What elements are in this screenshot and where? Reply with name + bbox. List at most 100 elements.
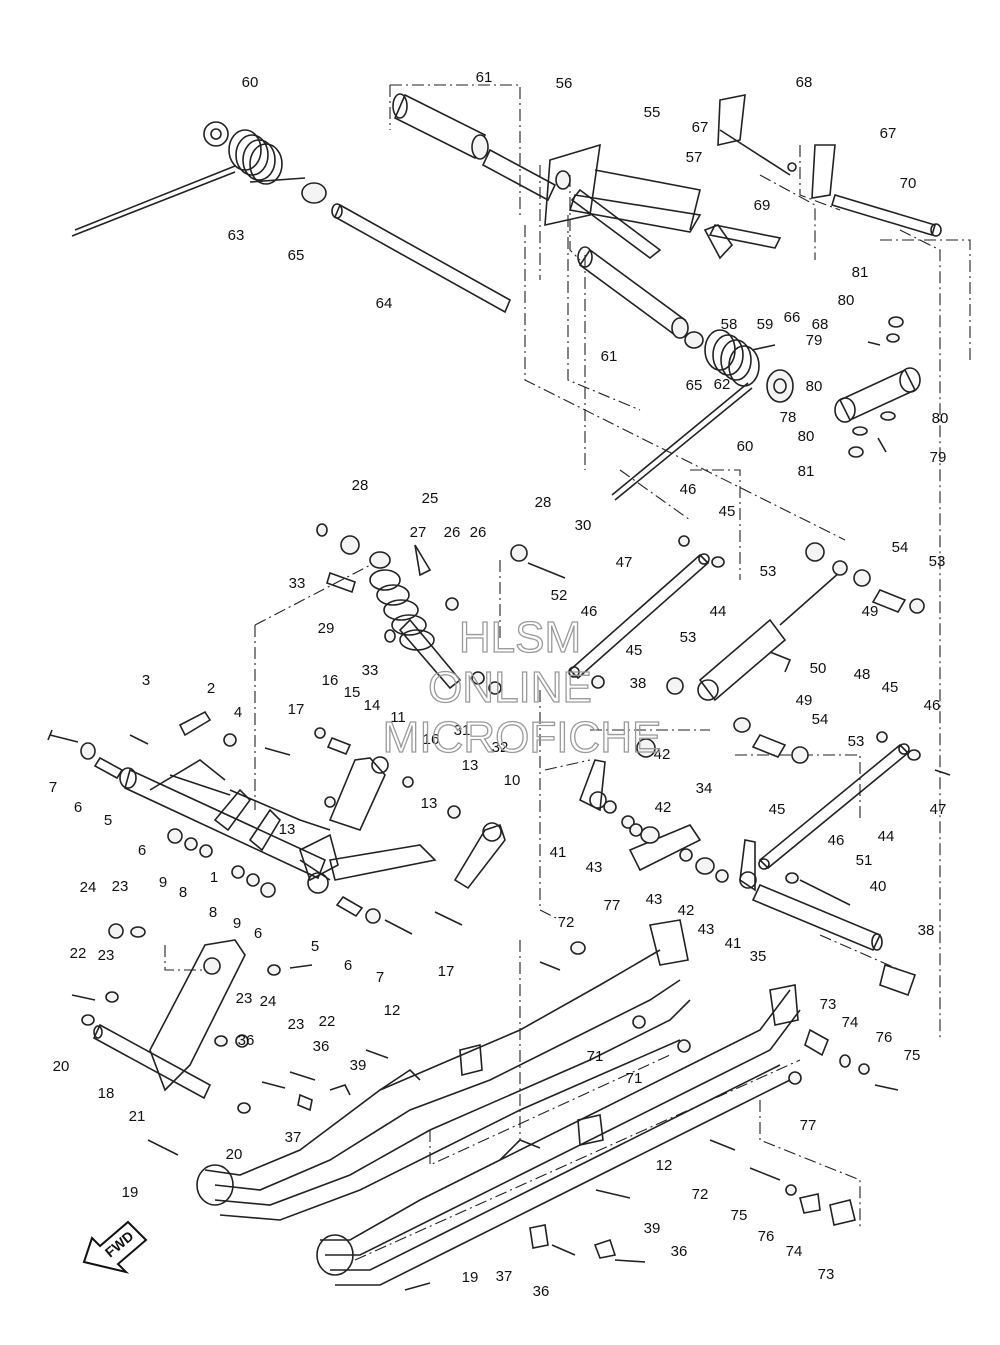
part-callout-28: 28 [535,494,552,511]
part-callout-6: 6 [254,925,262,942]
upper-right-bracket [717,94,942,237]
part-callout-7: 7 [376,969,384,986]
part-callout-49: 49 [796,692,813,709]
part-callout-70: 70 [900,175,917,192]
upper-arm-assembly [392,93,782,339]
part-callout-17: 17 [438,963,455,980]
part-callout-23: 23 [112,878,129,895]
part-callout-6: 6 [74,799,82,816]
part-callout-55: 55 [644,104,661,121]
part-callout-72: 72 [692,1186,709,1203]
watermark-line-1: HLSM [459,613,581,662]
part-callout-42: 42 [655,799,672,816]
part-callout-53: 53 [848,733,865,750]
front-arm [47,710,413,935]
part-callout-81: 81 [798,463,815,480]
part-callout-23: 23 [288,1016,305,1033]
part-callout-36: 36 [533,1283,550,1300]
part-callout-22: 22 [319,1013,336,1030]
part-callout-45: 45 [719,503,736,520]
part-callout-77: 77 [800,1117,817,1134]
part-callout-46: 46 [581,603,598,620]
part-callout-36: 36 [671,1243,688,1260]
part-callout-21: 21 [129,1108,146,1125]
part-callout-37: 37 [285,1129,302,1146]
part-callout-58: 58 [721,316,738,333]
part-callout-46: 46 [828,832,845,849]
part-callout-47: 47 [930,801,947,818]
part-callout-44: 44 [710,603,727,620]
part-callout-43: 43 [698,921,715,938]
part-callout-71: 71 [587,1048,604,1065]
part-callout-43: 43 [586,859,603,876]
part-callout-59: 59 [757,316,774,333]
part-callout-68: 68 [812,316,829,333]
part-callout-79: 79 [806,332,823,349]
part-callout-46: 46 [924,697,941,714]
part-callout-23: 23 [236,990,253,1007]
part-callout-27: 27 [410,524,427,541]
fwd-arrow: FWD [82,1220,148,1274]
torsion-spring-left [71,121,327,237]
part-callout-4: 4 [234,704,242,721]
part-callout-65: 65 [288,247,305,264]
part-callout-67: 67 [692,119,709,136]
part-callout-80: 80 [806,378,823,395]
part-callout-54: 54 [812,711,829,728]
part-callout-60: 60 [737,438,754,455]
watermark-line-2: ONLINE [428,663,592,712]
part-callout-13: 13 [279,821,296,838]
part-callout-15: 15 [344,684,361,701]
part-callout-10: 10 [504,772,521,789]
part-callout-54: 54 [892,539,909,556]
front-axle [71,923,313,1156]
part-callout-46: 46 [680,481,697,498]
part-callout-73: 73 [818,1266,835,1283]
part-callout-80: 80 [838,292,855,309]
part-callout-33: 33 [289,575,306,592]
part-callout-76: 76 [758,1228,775,1245]
part-callout-79: 79 [930,449,947,466]
part-callout-9: 9 [159,874,167,891]
part-callout-36: 36 [313,1038,330,1055]
part-callout-42: 42 [654,746,671,763]
part-callout-5: 5 [104,812,112,829]
part-callout-41: 41 [550,844,567,861]
part-callout-65: 65 [686,377,703,394]
part-callout-80: 80 [798,428,815,445]
part-callout-5: 5 [311,938,319,955]
watermark-line-3: MICROFICHE [383,713,662,762]
part-callout-20: 20 [226,1146,243,1163]
part-callout-24: 24 [260,993,277,1010]
part-callout-17: 17 [288,701,305,718]
part-callout-72: 72 [558,914,575,931]
part-callout-36: 36 [238,1032,255,1049]
center-pivot [578,738,951,997]
part-callout-66: 66 [784,309,801,326]
part-callout-35: 35 [750,948,767,965]
assembly-lines [164,84,971,1261]
part-callout-61: 61 [601,348,618,365]
part-callout-32: 32 [492,739,509,756]
part-callout-53: 53 [929,553,946,570]
part-callout-75: 75 [731,1207,748,1224]
part-callout-23: 23 [98,947,115,964]
part-callout-71: 71 [626,1070,643,1087]
part-callout-9: 9 [233,915,241,932]
part-callout-78: 78 [780,409,797,426]
part-callout-11: 11 [390,709,406,726]
part-callout-1: 1 [210,869,218,886]
part-callout-57: 57 [686,149,703,166]
part-callout-40: 40 [870,878,887,895]
part-callout-25: 25 [422,490,439,507]
shaft-64 [331,203,512,314]
part-callout-19: 19 [462,1269,479,1286]
part-callout-28: 28 [352,477,369,494]
part-callout-63: 63 [228,227,245,244]
part-callout-47: 47 [616,554,633,571]
rear-shock [316,523,566,695]
slide-rail-right [316,984,899,1291]
part-callout-22: 22 [70,945,87,962]
